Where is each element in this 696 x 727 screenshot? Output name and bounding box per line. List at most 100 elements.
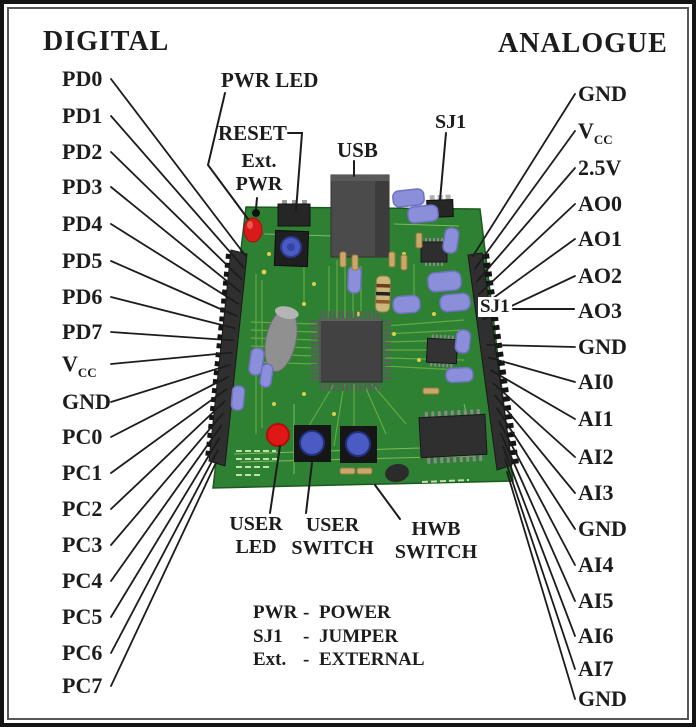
legend: PWR-POWER SJ1-JUMPER Ext.-EXTERNAL: [253, 601, 425, 672]
ext-pwr-label: Ext. PWR: [235, 150, 283, 195]
board-illustration: [110, 78, 576, 700]
pin-label-analogue-3-AO0: AO0: [578, 191, 622, 216]
pin-label-analogue-9-AI1: AI1: [578, 406, 614, 431]
pin-label-digital-4-PD4: PD4: [62, 211, 103, 236]
legend-row-ext: Ext.-EXTERNAL: [253, 649, 425, 670]
user-switch-label: USER SWITCH: [291, 514, 374, 559]
pin-label-digital-13-PC3: PC3: [62, 532, 103, 557]
pin-leader-line: [110, 461, 218, 687]
user-led-leader: [269, 445, 281, 514]
pin-label-analogue-6-AO3: AO3: [578, 298, 622, 323]
pin-leader-line: [110, 115, 245, 269]
pin-label-digital-17-PC7: PC7: [62, 673, 103, 698]
pin-leader-line: [498, 420, 576, 566]
pin-label-digital-9-GND: GND: [62, 389, 111, 414]
hwb-switch-button: [340, 426, 377, 463]
pin-label-digital-1-PD1: PD1: [62, 103, 103, 128]
pin-label-analogue-0-GND: GND: [578, 81, 627, 106]
pin-label-analogue-15-AI6: AI6: [578, 623, 614, 648]
pin-leader-line: [110, 186, 241, 293]
pin-label-digital-10-PC0: PC0: [62, 424, 103, 449]
pin-leader-line: [496, 407, 576, 530]
pin-leader-line: [110, 400, 226, 510]
mcu-chip: [311, 311, 391, 391]
reset-header: [277, 200, 311, 227]
pin-label-analogue-14-AI5: AI5: [578, 588, 614, 613]
pin-label-analogue-13-AI4: AI4: [578, 552, 614, 577]
usb-connector: [330, 174, 390, 258]
pin-leader-line: [474, 130, 576, 270]
user-led-label: USER LED: [229, 513, 283, 558]
pin-label-digital-6-PD6: PD6: [62, 284, 103, 309]
pin-leader-lines: [110, 78, 576, 700]
pin-label-digital-12-PC2: PC2: [62, 496, 103, 521]
legend-row-pwr: PWR-POWER: [253, 602, 391, 623]
pin-leader-line: [110, 151, 243, 281]
pin-leader-line: [110, 424, 223, 582]
pin-leader-line: [494, 394, 576, 494]
pin-label-analogue-12-GND: GND: [578, 516, 627, 541]
pin-label-analogue-17-GND: GND: [578, 686, 627, 711]
pin-label-digital-7-PD7: PD7: [62, 319, 103, 344]
power-trimpot: [273, 229, 310, 268]
pwr-led: [243, 217, 263, 243]
pin-leader-line: [502, 445, 576, 637]
pin-leader-line: [110, 331, 235, 342]
reset-label: RESET: [218, 121, 287, 145]
pin-leader-line: [492, 382, 576, 458]
pin-leader-line: [110, 351, 233, 365]
soic-ic-mid: [425, 334, 459, 368]
pin-label-digital-8-VCC: VCC: [62, 351, 97, 381]
pin-label-analogue-11-AI3: AI3: [578, 480, 614, 505]
digital-section-header: DIGITAL: [43, 26, 170, 57]
pin-leader-line: [110, 388, 228, 474]
pin-label-analogue-8-AI0: AI0: [578, 369, 614, 394]
pin-label-analogue-10-AI2: AI2: [578, 444, 614, 469]
pin-leader-line: [486, 343, 576, 348]
pin-label-digital-3-PD3: PD3: [62, 174, 103, 199]
pin-leader-line: [110, 412, 224, 546]
pin-leader-line: [504, 458, 576, 670]
pin-leader-line: [110, 296, 236, 330]
pin-leader-line: [110, 376, 229, 438]
callout-leader-lines: [206, 92, 575, 520]
silkscreen-text-rows: [236, 450, 470, 483]
usb-label: USB: [337, 138, 378, 162]
sj1-top-leader: [439, 132, 447, 201]
pin-leader-line: [472, 93, 576, 257]
pin-label-analogue-16-AI7: AI7: [578, 656, 614, 681]
pin-label-analogue-2-2.5V: 2.5V: [578, 155, 622, 180]
capacitors-purple: [230, 188, 474, 411]
user-switch-button: [294, 425, 331, 462]
pwr-led-label: PWR LED: [221, 68, 319, 92]
pin-leader-line: [110, 363, 231, 403]
pin-label-digital-11-PC1: PC1: [62, 460, 103, 485]
pin-leader-line: [110, 260, 238, 317]
pin-leader-line: [478, 203, 576, 296]
pin-label-digital-5-PD5: PD5: [62, 248, 103, 273]
reset-leader: [287, 132, 304, 212]
pin-label-digital-2-PD2: PD2: [62, 139, 103, 164]
user-switch-leader: [305, 462, 313, 514]
pin-leader-line: [476, 167, 576, 283]
legend-row-sj1: SJ1-JUMPER: [253, 625, 399, 647]
pin-leader-line: [480, 238, 576, 308]
oval-component: [385, 463, 409, 483]
ext-pwr-leader: [255, 197, 258, 210]
sj1-top-label: SJ1: [435, 111, 467, 133]
hwb-switch-leader: [374, 484, 401, 520]
pin-leader-line: [506, 470, 576, 700]
pin-label-analogue-5-AO2: AO2: [578, 263, 622, 288]
pin-label-analogue-1-VCC: VCC: [578, 118, 613, 148]
pin-label-digital-14-PC4: PC4: [62, 568, 103, 593]
user-led: [266, 423, 290, 447]
ext-pwr-point: [252, 209, 260, 217]
pin-leader-line: [110, 223, 240, 305]
pwr-led-leader: [206, 92, 249, 220]
hwb-switch-label: HWB SWITCH: [394, 518, 478, 563]
pin-label-digital-16-PC6: PC6: [62, 640, 103, 665]
resistor-large: [375, 275, 391, 313]
electrolytic-capacitor: [264, 306, 299, 372]
analogue-section-header: ANALOGUE: [498, 28, 668, 59]
